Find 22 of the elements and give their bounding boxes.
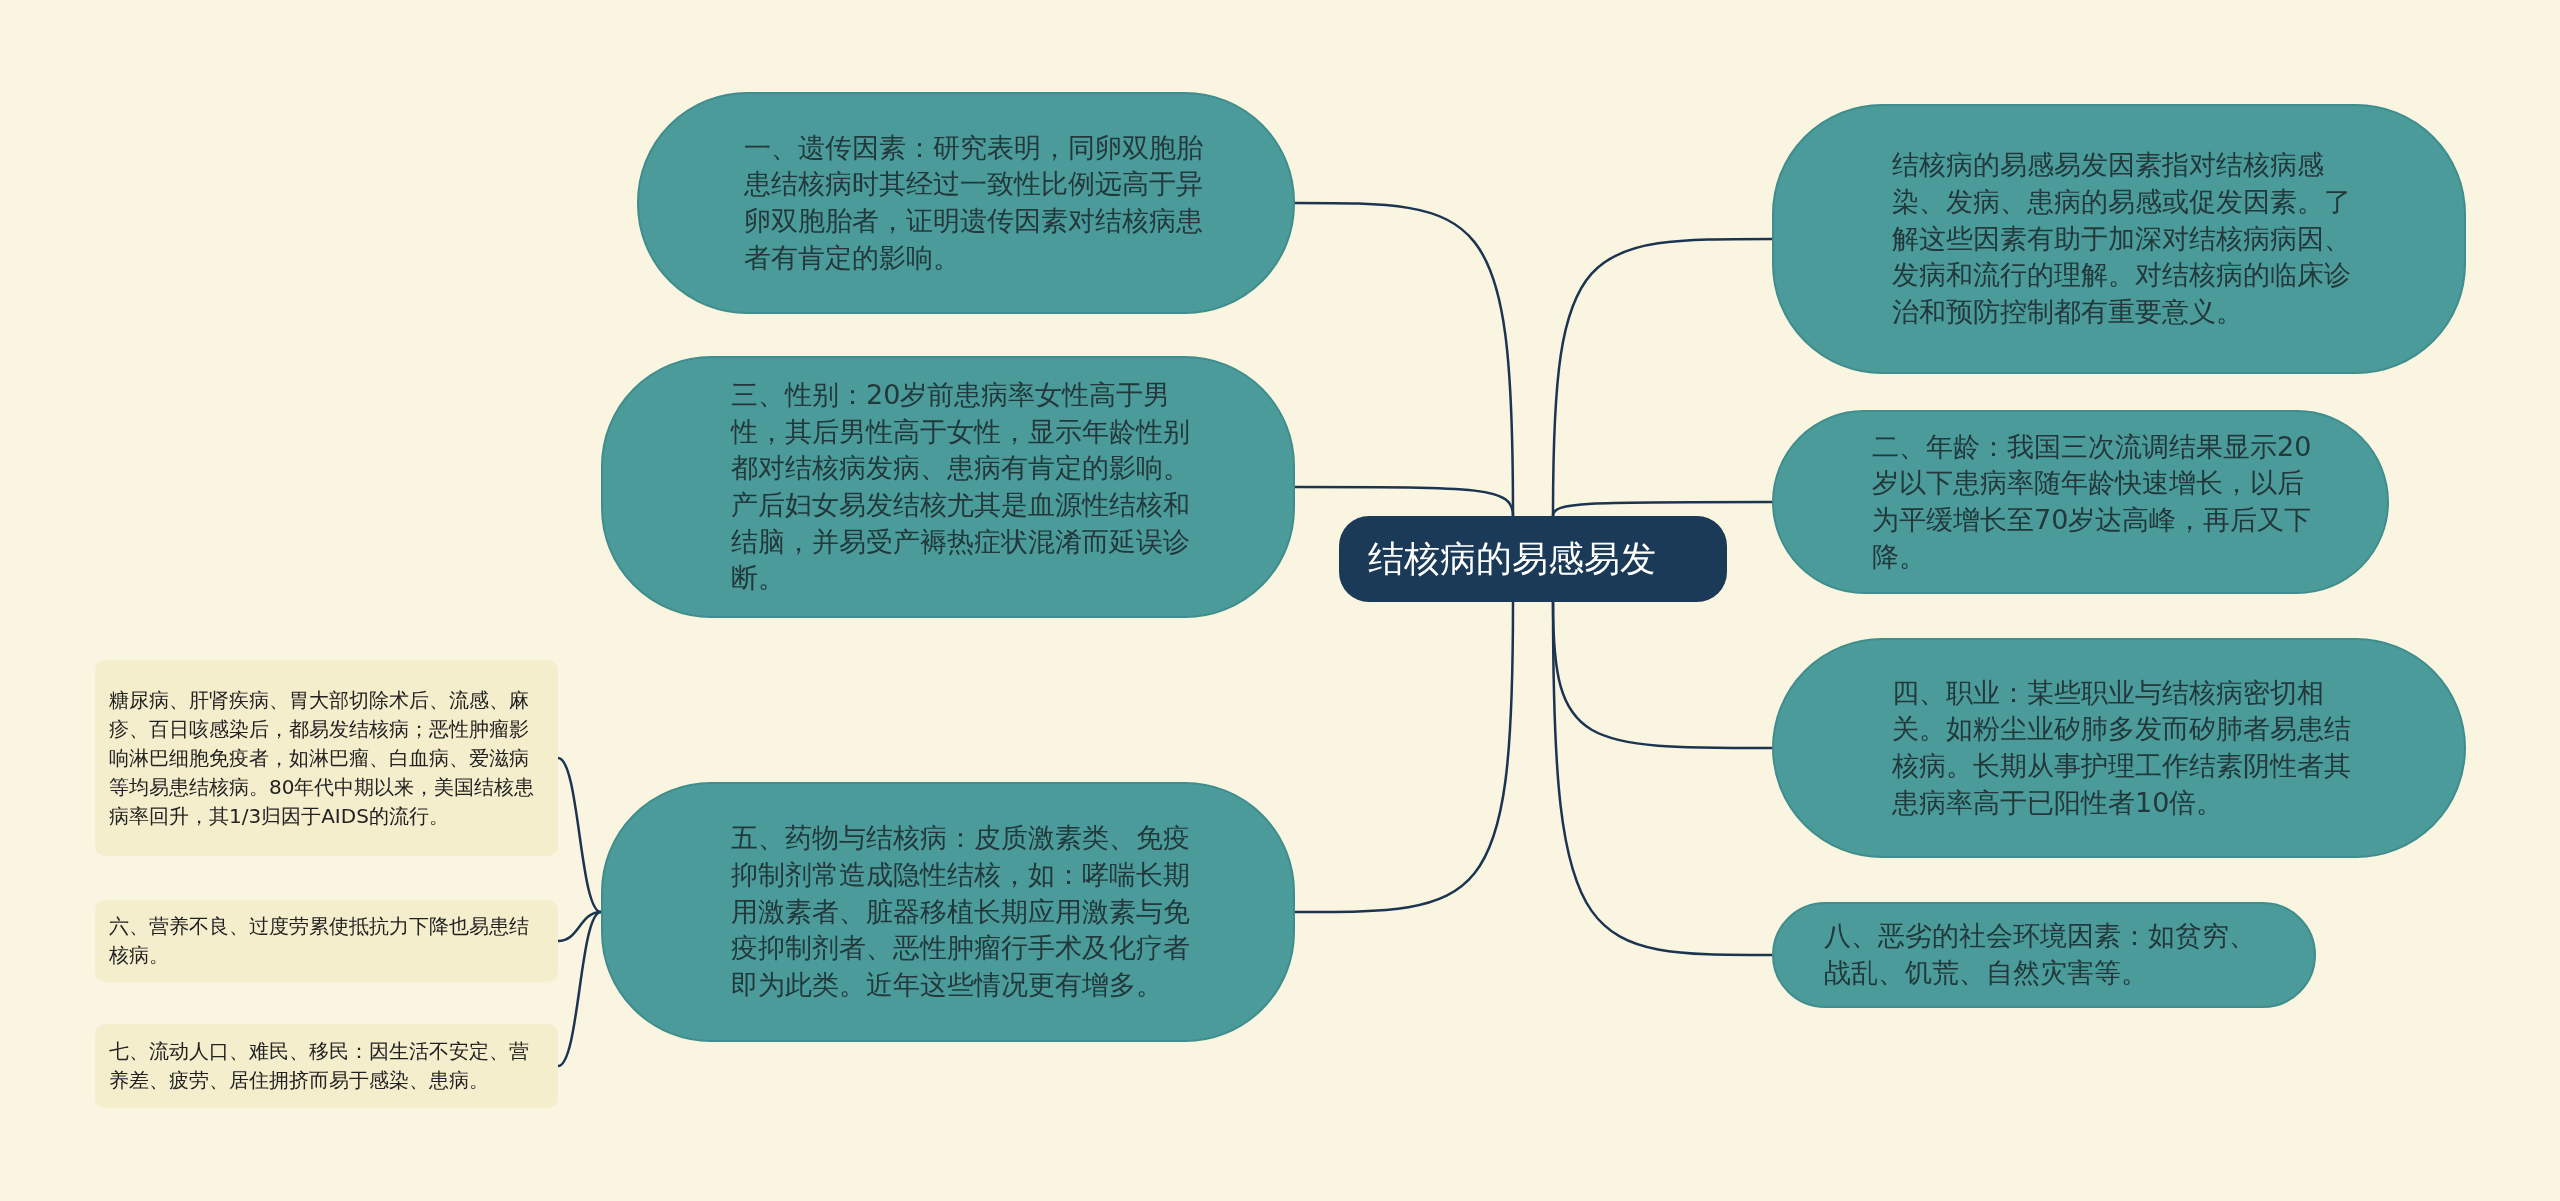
node-text: 结核病的易感易发因素指对结核病感染、发病、患病的易感或促发因素。了解这些因素有助于加深对结核病病因、发病和流行的理解。对结核病的临床诊治和预防控制都有重要意义。 [1892,148,2352,330]
connector-line [1551,237,1772,516]
node-text: 四、职业：某些职业与结核病密切相关。如粉尘业矽肺多发而矽肺者易患结核病。长期从事护理工作结素阴性者其患病率高于已阳性者10倍。 [1892,675,2352,820]
connector-line [1551,500,1772,517]
node-text: 一、遗传因素：研究表明，同卵双胞胎患结核病时其经过一致性比例远高于异卵双胞胎者，证明遗传因素对结核病患者有肯定的影响。 [744,130,1204,275]
connector-line [557,756,602,914]
node-text: 七、流动人口、难民、移民：因生活不安定、营养差、疲劳、居住拥挤而易于感染、患病。 [109,1038,530,1094]
node-text: 糖尿病、肝肾疾病、胃大部切除术后、流感、麻疹、百日咳感染后，都易发结核病；恶性肿瘤影响淋巴细胞免疫者，如淋巴瘤、白血病、爱滋病等均易患结核病。80年代中期以来，美国结核患病率回升，其1/3归因于AIDS的流行。 [109,686,536,830]
node-text: 三、性别：20岁前患病率女性高于男性，其后男性高于女性，显示年龄性别都对结核病发病、患病有肯定的影响。产后妇女易发结核尤其是血源性结核和结脑，并易受产褥热症状混淆而延误诊断。 [731,377,1191,596]
node-text: 八、恶劣的社会环境因素：如贫穷、战乱、饥荒、自然灾害等。 [1824,919,2257,990]
connector-line [1295,485,1515,517]
connector-line [1295,602,1515,914]
note-card [95,900,558,982]
connector-line [557,910,602,1068]
node-text: 六、营养不良、过度劳累使抵抗力下降也易患结核病。 [109,913,530,969]
node-text: 五、药物与结核病：皮质激素类、免疫抑制剂常造成隐性结核，如：哮喘长期用激素者、脏器移植长期应用激素与免疫抑制剂者、恶性肿瘤行手术及化疗者即为此类。近年这些情况更有增多。 [731,821,1191,1003]
node-text: 二、年龄：我国三次流调结果显示20岁以下患病率随年龄快速增长，以后为平缓增长至70岁达高峰，再后又下降。 [1872,429,2313,574]
note-card [95,660,558,856]
connector-line [1551,602,1772,957]
central-topic [1339,516,1727,602]
node-text: 结核病的易感易发 [1368,536,1657,581]
note-card [95,1024,558,1108]
